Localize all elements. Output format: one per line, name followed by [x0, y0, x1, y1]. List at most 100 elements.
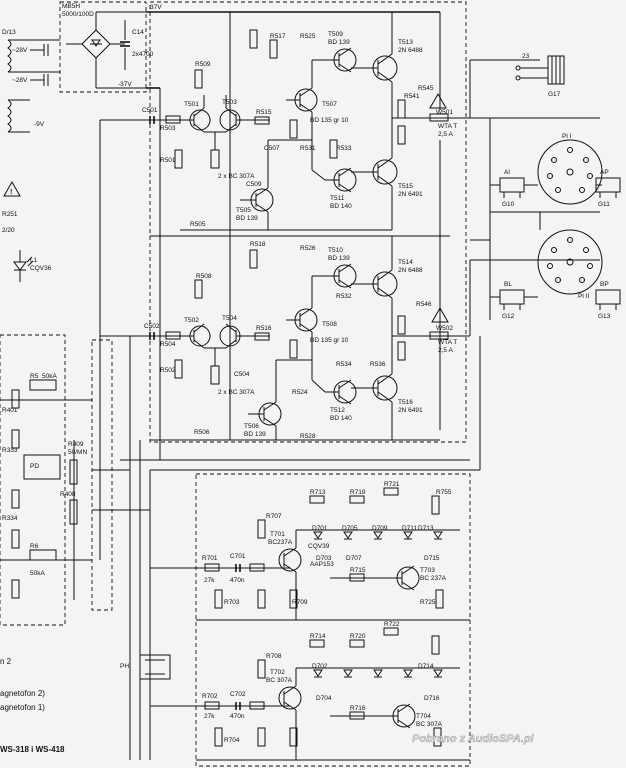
- warning-triangle-icon: [431, 306, 449, 323]
- bl-label: BL: [504, 281, 512, 288]
- d703-label: D703: [316, 555, 332, 562]
- t511-type: BD 140: [330, 203, 352, 210]
- fuse-lower-rating: 2,5 A: [438, 347, 453, 354]
- c507-label: C507: [264, 145, 280, 152]
- t512-type: BD 140: [330, 415, 352, 422]
- pair-label-lower: 2 x BC 307A: [218, 389, 255, 396]
- r401-label: R401: [2, 407, 18, 414]
- t508-type: BD 135 gr 10: [310, 337, 349, 344]
- switch-block-outline: [91, 339, 113, 611]
- r536-label: R536: [370, 361, 386, 368]
- transistor-t508-icon: [286, 307, 318, 333]
- t515-type: 2N 6491: [398, 191, 423, 198]
- r545-label: R545: [418, 85, 434, 92]
- t510-type: BD 139: [328, 255, 350, 262]
- fuse-lower: WTA T: [438, 339, 457, 346]
- bp-label: BP: [600, 281, 609, 288]
- t516-label: T516: [398, 399, 413, 406]
- fuse-upper: WTA T: [438, 123, 457, 130]
- r5-label: R5: [30, 373, 39, 380]
- t506-label: T506: [244, 423, 259, 430]
- speaker-terminal-bp-icon: [595, 289, 621, 310]
- filter-cap-label: C14: [132, 29, 144, 36]
- t506-type: BD 139: [244, 431, 266, 438]
- filter-capacitor-icon: [120, 20, 130, 70]
- r503-label: R503: [160, 125, 176, 132]
- d715-label: D715: [424, 555, 440, 562]
- r518-label: R518: [250, 241, 266, 248]
- r5-value: 50kA: [42, 373, 57, 380]
- transistor-t515-icon: [351, 157, 398, 187]
- c502-label: C502: [144, 323, 160, 330]
- r409-label: R409: [68, 441, 84, 448]
- r517-label: R517: [270, 33, 286, 40]
- t507-type: BD 135 gr 10: [310, 117, 349, 124]
- d704-label: D704: [316, 695, 332, 702]
- c701-label: C701: [230, 553, 246, 560]
- r546-label: R546: [416, 301, 432, 308]
- transformer-windings-icon: [7, 39, 60, 133]
- transistor-t511-icon: [325, 167, 357, 193]
- transistor-t504-icon: [219, 323, 250, 349]
- t508-label: T508: [322, 321, 337, 328]
- transistor-t506-icon: [248, 401, 282, 427]
- rail-neg-label: -37V: [118, 81, 132, 88]
- transistor-t510-icon: [325, 263, 357, 289]
- transistor-t701-icon: [278, 547, 302, 573]
- t702-type: BC 307A: [266, 677, 293, 684]
- g13-label: G13: [598, 313, 611, 320]
- r716-label: R716: [350, 705, 366, 712]
- bridge-label: MB5H: [62, 3, 80, 10]
- fuse-upper-rating: 2,5 A: [438, 131, 453, 138]
- c501-label: C501: [142, 107, 158, 114]
- r541-label: R541: [404, 93, 420, 100]
- r516-label: R516: [256, 325, 272, 332]
- led-label: L1: [30, 257, 38, 264]
- r702-label: R702: [202, 693, 218, 700]
- transistor-t505-icon: [240, 187, 274, 213]
- led-type: CQV36: [30, 265, 52, 272]
- d716-label: D716: [424, 695, 440, 702]
- zener-type: CQV39: [308, 543, 330, 550]
- t507-label: T507: [322, 101, 337, 108]
- g10-label: G10: [502, 201, 515, 208]
- t704-type: BC 307A: [416, 721, 443, 728]
- r524-label: R524: [292, 389, 308, 396]
- r334-label: R334: [2, 515, 18, 522]
- r714-label: R714: [310, 633, 326, 640]
- speaker-terminal-ap-icon: [595, 177, 621, 198]
- r755-label: R755: [436, 489, 452, 496]
- title-fragment: WS-318 i WS-418: [0, 745, 65, 754]
- c509-label: C509: [246, 181, 262, 188]
- t505-type: BD 139: [236, 215, 258, 222]
- r515-label: R515: [256, 109, 272, 116]
- r409-value: 50/MN: [68, 449, 87, 456]
- d13-label: D/13: [2, 29, 16, 36]
- t511-label: T511: [330, 195, 345, 202]
- d711-label: D711: [402, 525, 417, 532]
- t503-label: T503: [222, 99, 237, 106]
- r502-label: R502: [160, 367, 176, 374]
- t510-label: T510: [328, 247, 343, 254]
- g12-label: G12: [502, 313, 515, 320]
- r333-label: R333: [2, 447, 18, 454]
- r251-value: 2/20: [2, 227, 15, 234]
- d701-label: D701: [312, 525, 328, 532]
- r715-label: R715: [350, 567, 366, 574]
- voltage-1: ~28V: [12, 47, 28, 54]
- transistor-t509-icon: [325, 47, 357, 73]
- din-socket-pl1-icon: [537, 139, 603, 205]
- w502-label: W502: [436, 325, 453, 332]
- transistor-t513-icon: [351, 53, 398, 83]
- d713-label: D713: [418, 525, 434, 532]
- g17-label: G17: [548, 91, 561, 98]
- r703-label: R703: [224, 599, 240, 606]
- t514-type: 2N 6488: [398, 267, 423, 274]
- c504-label: C504: [234, 371, 250, 378]
- w501-label: W501: [436, 109, 453, 116]
- t514-label: T514: [398, 259, 413, 266]
- r708-label: R708: [266, 653, 282, 660]
- r526-label: R526: [300, 245, 316, 252]
